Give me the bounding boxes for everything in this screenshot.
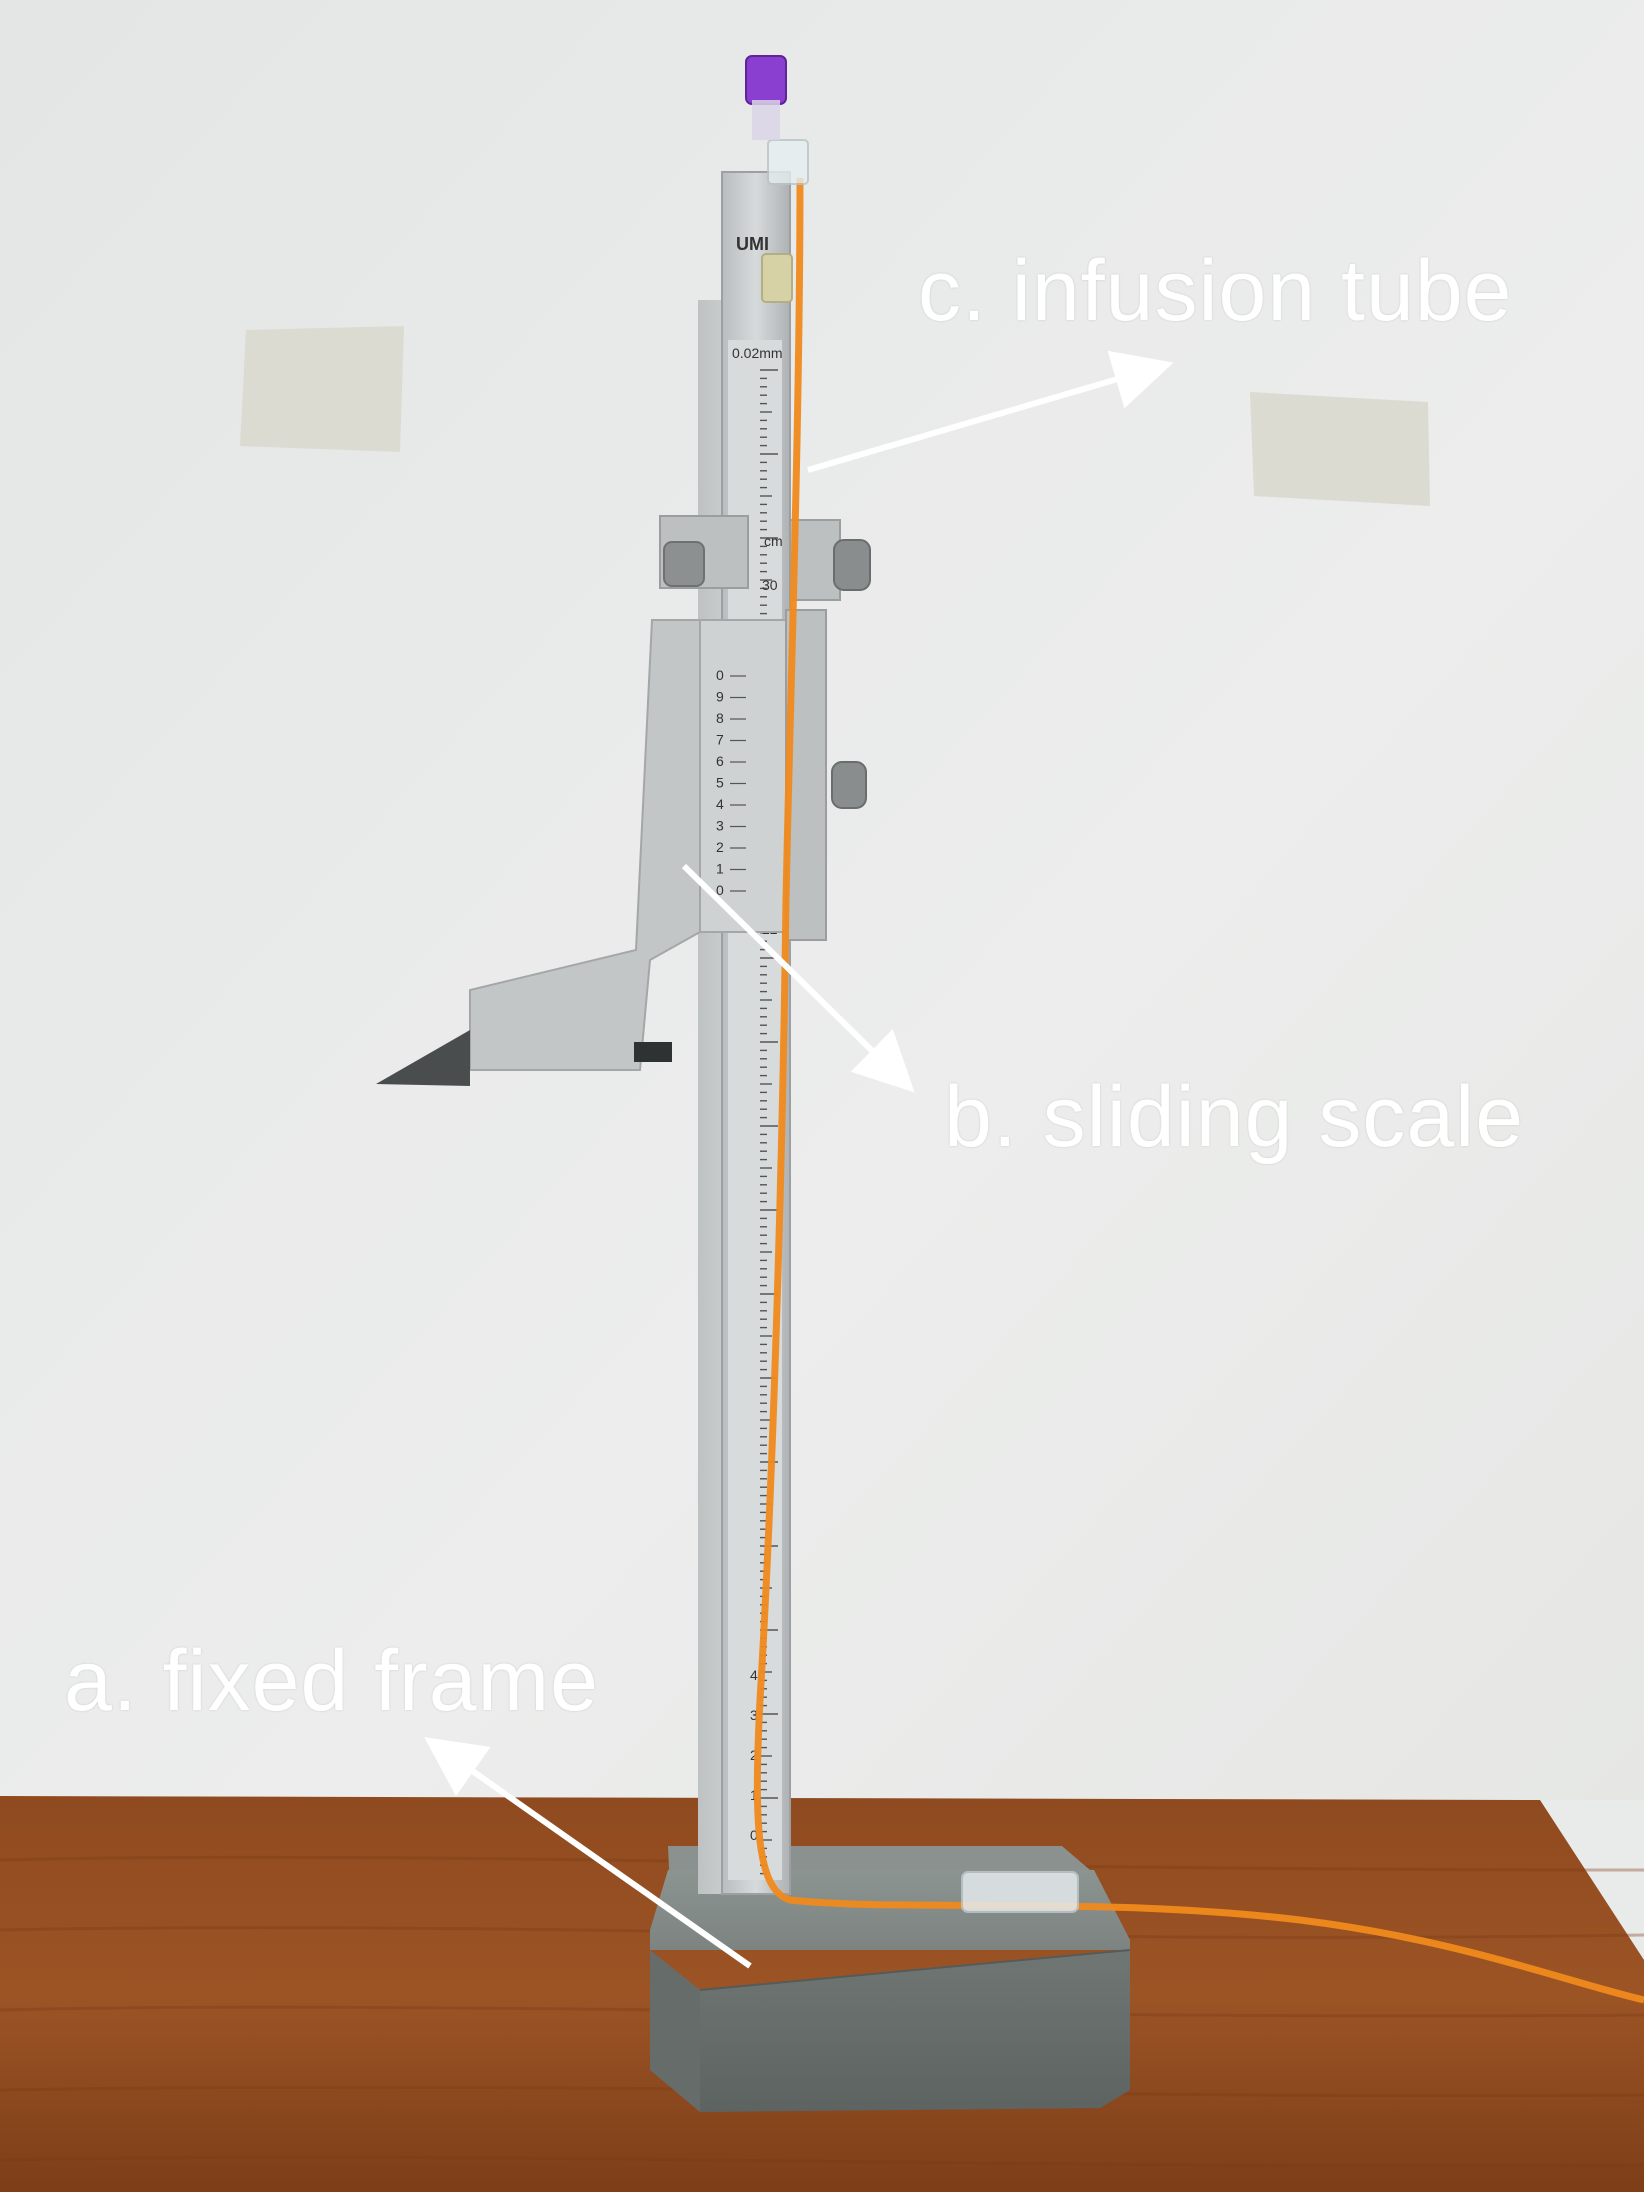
tape-patch-right [1250, 392, 1430, 506]
vernier-number: 6 [716, 753, 724, 769]
vernier-number: 2 [716, 839, 724, 855]
vernier-number: 5 [716, 775, 724, 791]
vernier-number: 0 [716, 882, 724, 898]
lower-scale-number: 3 [750, 1707, 758, 1723]
label-fixed-frame: a. fixed frame [64, 1633, 599, 1729]
knob-left [663, 541, 705, 587]
scriber-blade [376, 1030, 470, 1086]
unit-label: cm [764, 533, 783, 549]
vernier-number: 9 [716, 689, 724, 705]
infusion-tube [745, 55, 1644, 2004]
vernier-number: 1 [716, 861, 724, 877]
lower-scale-number: 2 [750, 1747, 758, 1763]
tube-connector [761, 253, 793, 303]
lower-scale-number: 0 [750, 1827, 758, 1843]
vernier-number: 3 [716, 818, 724, 834]
tube-clip-top [767, 139, 809, 185]
arrow-a [424, 1737, 752, 1969]
knob-right-lower [831, 761, 867, 809]
tube-clip-base [961, 1871, 1079, 1913]
vernier-number: 4 [716, 796, 724, 812]
label-sliding-scale: b. sliding scale [944, 1069, 1525, 1165]
knob-right-upper [833, 539, 871, 591]
tape-patch-left [240, 326, 404, 452]
lower-scale-number: 1 [750, 1787, 758, 1803]
arrow-c [807, 350, 1174, 473]
luer-cap [745, 55, 787, 105]
sliding-scale [376, 515, 871, 1086]
main-scale-number: 30 [762, 577, 778, 593]
vernier-number: 7 [716, 732, 724, 748]
vernier-number: 8 [716, 710, 724, 726]
brand-logo: UMI [736, 234, 769, 254]
resolution-label: 0.02mm [732, 345, 783, 361]
main-ruler [698, 171, 791, 1895]
lower-scale-number: 4 [750, 1667, 758, 1683]
arrow-b [681, 863, 915, 1093]
vernier-number: 0 [716, 667, 724, 683]
vernier-ticks: 0 9 8 7 6 5 4 3 2 1 0 [716, 667, 746, 898]
label-infusion-tube: c. infusion tube [918, 243, 1513, 339]
